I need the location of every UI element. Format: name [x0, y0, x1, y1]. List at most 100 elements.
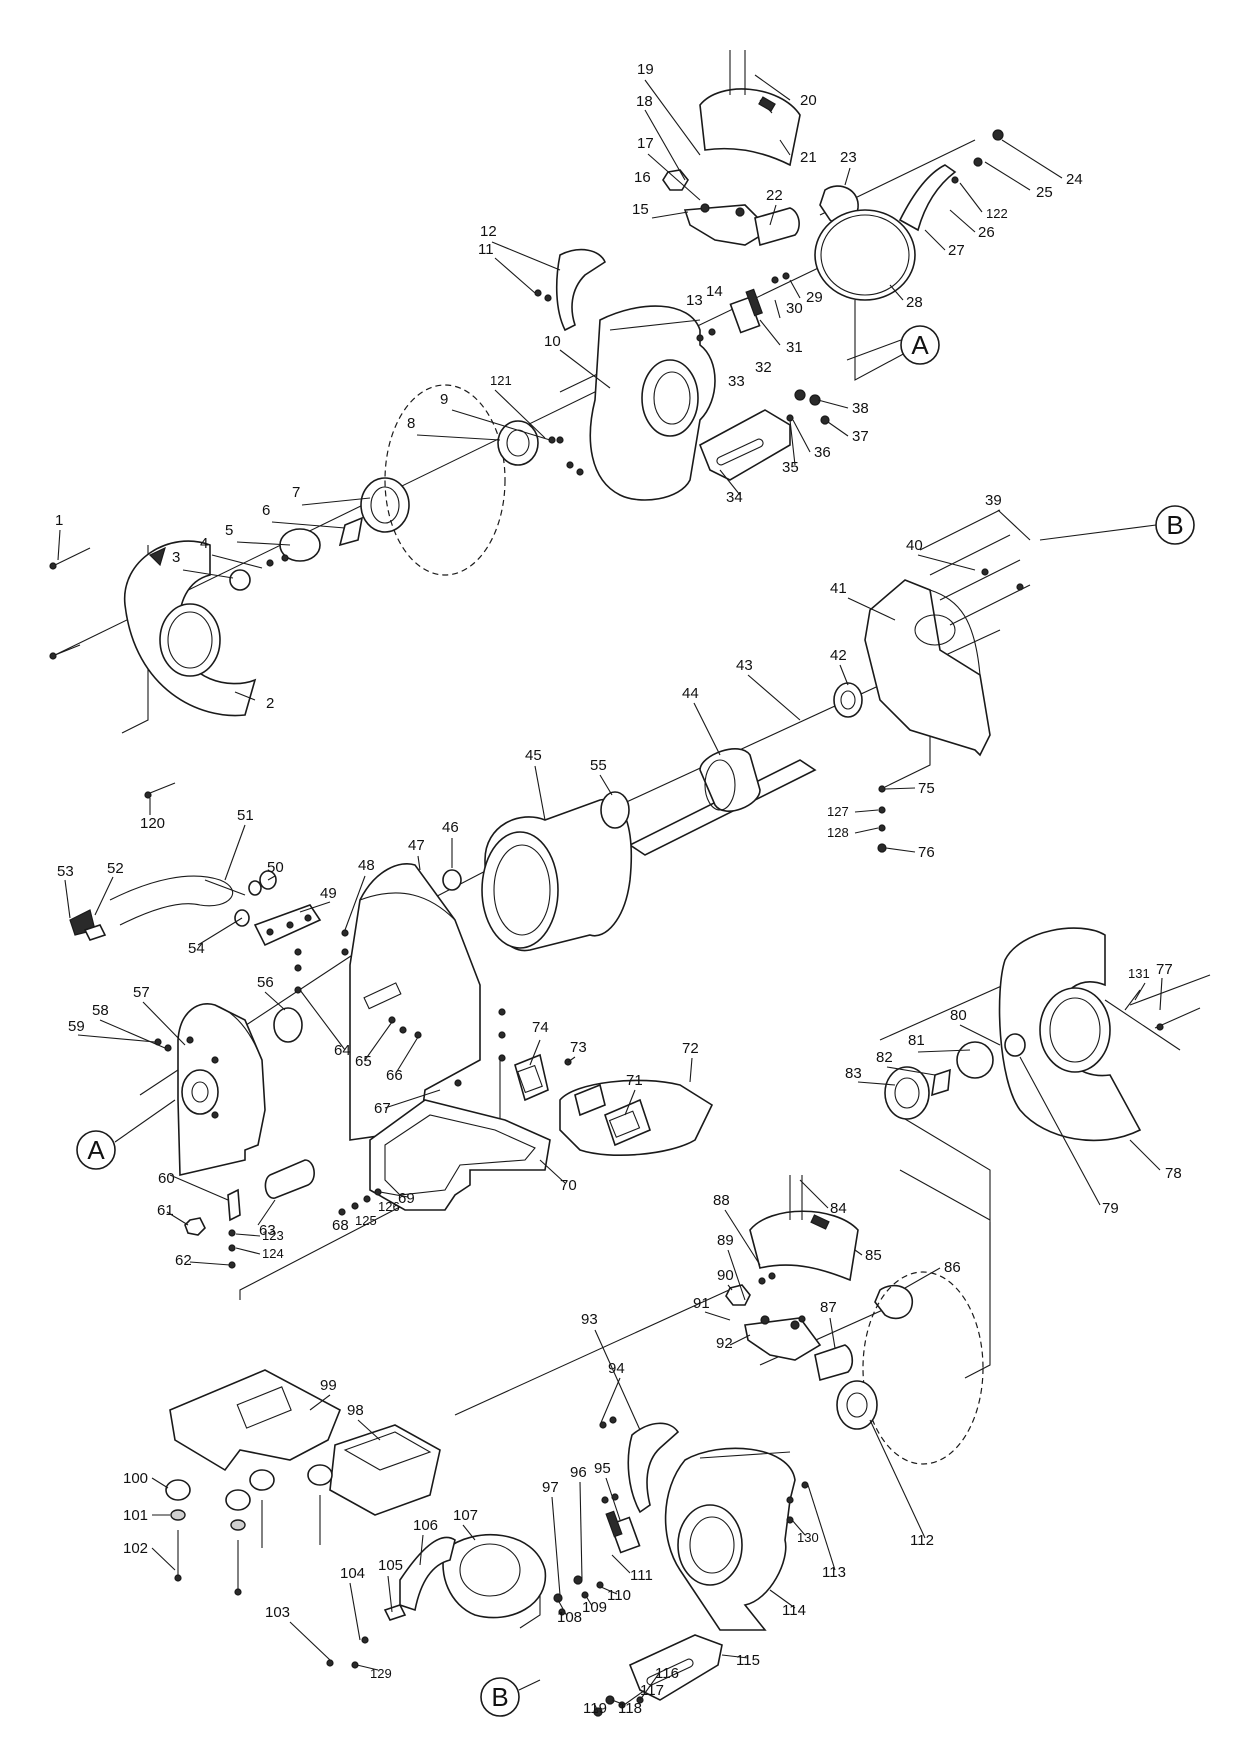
label-23: 23: [840, 149, 857, 166]
bearing-42: [833, 682, 863, 718]
label-72: 72: [682, 1040, 699, 1057]
label-8: 8: [407, 415, 415, 432]
label-80: 80: [950, 1007, 967, 1024]
label-19: 19: [637, 61, 654, 78]
label-69: 69: [398, 1190, 415, 1207]
label-73: 73: [570, 1039, 587, 1056]
label-125: 125: [355, 1213, 377, 1228]
label-24: 24: [1066, 171, 1083, 188]
label-121: 121: [490, 373, 512, 388]
label-12: 12: [480, 223, 497, 240]
label-113: 113: [822, 1564, 846, 1581]
lamp-shade-107: [442, 1533, 547, 1619]
label-38: 38: [852, 400, 869, 417]
label-2: 2: [266, 695, 274, 712]
label-94: 94: [608, 1360, 625, 1377]
label-126: 126: [378, 1199, 400, 1214]
label-116: 116: [655, 1665, 679, 1682]
base-plate-assembly: [165, 1369, 441, 1596]
label-15: 15: [632, 201, 649, 218]
label-20: 20: [800, 92, 817, 109]
label-31: 31: [786, 339, 803, 356]
flange-7: [360, 477, 410, 533]
label-98: 98: [347, 1402, 364, 1419]
switch-box-74: [514, 1053, 549, 1102]
bracket-15: [683, 204, 772, 246]
label-63: 63: [259, 1222, 276, 1239]
label-59: 59: [68, 1018, 85, 1035]
base-plate-99: [169, 1369, 342, 1472]
label-60: 60: [158, 1170, 175, 1187]
label-78: 78: [1165, 1165, 1182, 1182]
label-74: 74: [532, 1019, 549, 1036]
label-46: 46: [442, 819, 459, 836]
base-assembly: [338, 1053, 714, 1216]
label-6: 6: [262, 502, 270, 519]
label-108: 108: [557, 1609, 582, 1626]
label-4: 4: [200, 535, 208, 552]
label-leaders: [57, 74, 1163, 1713]
label-83: 83: [845, 1065, 862, 1082]
label-16: 16: [634, 169, 651, 186]
label-44: 44: [682, 685, 699, 702]
svg-text:B: B: [1166, 510, 1183, 540]
rotor-44: [699, 748, 761, 812]
label-53: 53: [57, 863, 74, 880]
label-45: 45: [525, 747, 542, 764]
svg-text:A: A: [911, 330, 929, 360]
label-64: 64: [334, 1042, 351, 1059]
label-10: 10: [544, 333, 561, 350]
label-120: 120: [140, 815, 165, 832]
flange-5: [279, 528, 321, 562]
label-88: 88: [713, 1192, 730, 1209]
label-30: 30: [786, 300, 803, 317]
label-21: 21: [800, 149, 817, 166]
label-99: 99: [320, 1377, 337, 1394]
label-101: 101: [123, 1507, 148, 1524]
label-43: 43: [736, 657, 753, 674]
label-104: 104: [340, 1565, 365, 1582]
label-91: 91: [693, 1295, 710, 1312]
svg-text:A: A: [87, 1135, 105, 1165]
label-89: 89: [717, 1232, 734, 1249]
label-48: 48: [358, 857, 375, 874]
label-37: 37: [852, 428, 869, 445]
label-103: 103: [265, 1604, 290, 1621]
svg-text:B: B: [491, 1682, 508, 1712]
label-51: 51: [237, 807, 254, 824]
label-119: 119: [583, 1700, 607, 1717]
label-17: 17: [637, 135, 654, 152]
label-54: 54: [188, 940, 205, 957]
label-76: 76: [918, 844, 935, 861]
label-26: 26: [978, 224, 995, 241]
flange-8: [497, 420, 539, 466]
label-55: 55: [590, 757, 607, 774]
label-93: 93: [581, 1311, 598, 1328]
bottom-wheel-guard-assembly: [326, 1416, 809, 1717]
end-cover-57: [177, 1003, 266, 1176]
label-5: 5: [225, 522, 233, 539]
label-130: 130: [797, 1530, 819, 1545]
label-34: 34: [726, 489, 743, 506]
label-27: 27: [948, 242, 965, 259]
label-32: 32: [755, 359, 772, 376]
motor-end-cover-41: [864, 579, 991, 757]
spark-guard-12: [555, 248, 606, 332]
top-left-wheel-assembly: [49, 384, 556, 799]
label-25: 25: [1036, 184, 1053, 201]
base-70: [369, 1099, 551, 1211]
label-102: 102: [123, 1540, 148, 1557]
reference-marker-b-bottom: B: [480, 1677, 520, 1717]
label-65: 65: [355, 1053, 372, 1070]
label-28: 28: [906, 294, 923, 311]
label-90: 90: [717, 1267, 734, 1284]
label-92: 92: [716, 1335, 733, 1352]
eye-shield-21: [699, 88, 801, 167]
label-79: 79: [1102, 1200, 1119, 1217]
power-cord-51: [109, 875, 233, 926]
lamp-arm-27: [898, 164, 957, 232]
label-117: 117: [640, 1682, 664, 1699]
label-7: 7: [292, 484, 300, 501]
lamp-arm-106: [399, 1536, 456, 1612]
